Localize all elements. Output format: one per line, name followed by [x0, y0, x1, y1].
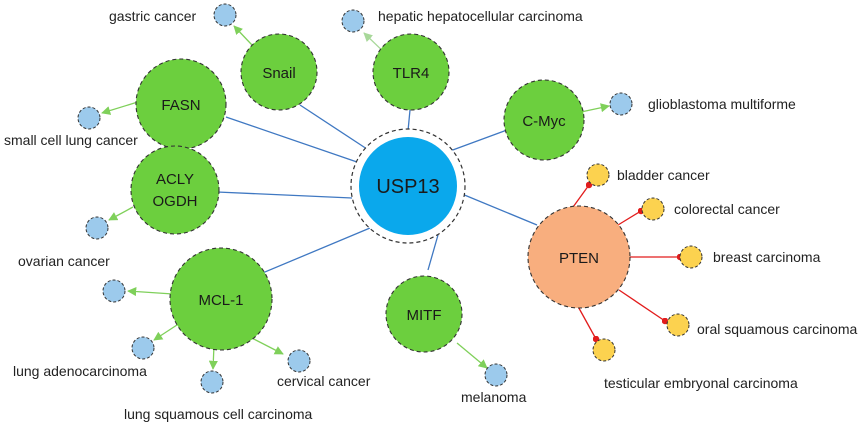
- label-fasn: FASN: [161, 97, 200, 114]
- node-mcl1: [169, 247, 273, 351]
- disease-node-mcl1-left: [102, 279, 126, 303]
- node-mitf: [385, 275, 463, 353]
- disease-node-cervical: [287, 349, 311, 373]
- disease-node-small-cell-lung: [77, 106, 101, 130]
- label-oral: oral squamous carcinoma: [697, 321, 858, 337]
- green-arrow-edges: [101, 25, 610, 370]
- hub-node: USP13: [350, 128, 466, 244]
- edge-hub-acly: [216, 191, 353, 199]
- label-mcl1: MCL-1: [198, 292, 243, 309]
- hub-circle: [359, 137, 457, 235]
- label-lung-adeno: lung adenocarcinoma: [13, 363, 147, 379]
- edge-fasn-smallcell: [101, 100, 142, 115]
- disease-node-lung-adeno: [131, 336, 155, 360]
- disease-node-oral: [666, 313, 690, 337]
- edge-mcl1-cervical: [247, 335, 284, 355]
- edge-mitf-melanoma: [456, 342, 488, 369]
- label-tlr4: TLR4: [393, 65, 430, 82]
- target-labels: Snail TLR4 FASN C-Myc ACLY OGDH MCL-1 MI…: [153, 65, 600, 324]
- edge-mcl1-left: [127, 287, 174, 297]
- disease-node-glioblastoma: [609, 92, 633, 116]
- edge-hub-pten: [461, 193, 538, 226]
- node-snail: [240, 33, 318, 111]
- node-pten: [527, 205, 631, 309]
- label-acly: ACLY: [156, 171, 194, 188]
- disease-node-testicular: [592, 338, 616, 362]
- label-ovarian: ovarian cancer: [18, 253, 110, 269]
- hub-label: USP13: [376, 176, 439, 198]
- disease-node-hepatic: [341, 9, 365, 33]
- edge-hub-snail: [299, 104, 371, 152]
- label-bladder: bladder cancer: [617, 167, 710, 183]
- disease-node-breast: [679, 245, 703, 269]
- node-acly-ogdh: [130, 145, 220, 235]
- label-hepatic: hepatic hepatocellular carcinoma: [378, 8, 583, 24]
- edge-pten-colorectal: [617, 207, 645, 226]
- label-mitf: MITF: [407, 307, 442, 324]
- hub-edges: [216, 104, 538, 278]
- disease-node-bladder: [586, 163, 610, 187]
- edge-hub-tlr4: [407, 109, 411, 132]
- edge-pten-oral: [618, 289, 669, 325]
- target-nodes: [130, 33, 631, 353]
- edge-mcl1-adeno: [153, 322, 181, 341]
- label-breast: breast carcinoma: [713, 249, 821, 265]
- label-melanoma: melanoma: [461, 389, 527, 405]
- edge-cmyc-glioblastoma: [580, 103, 610, 113]
- label-lung-squamous: lung squamous cell carcinoma: [124, 406, 313, 422]
- disease-labels: gastric cancer hepatic hepatocellular ca…: [4, 8, 858, 422]
- label-ogdh: OGDH: [153, 193, 198, 210]
- label-cervical: cervical cancer: [277, 373, 371, 389]
- label-colorectal: colorectal cancer: [674, 201, 780, 217]
- disease-node-lung-squamous: [200, 370, 224, 394]
- label-cmyc: C-Myc: [522, 113, 566, 130]
- edge-hub-mitf: [427, 234, 439, 271]
- edge-hub-mcl1: [252, 227, 371, 278]
- disease-node-melanoma: [484, 363, 508, 387]
- disease-node-ovarian: [85, 216, 109, 240]
- disease-node-gastric: [213, 3, 237, 27]
- label-glioblastoma: glioblastoma multiforme: [648, 96, 796, 112]
- label-snail: Snail: [262, 65, 295, 82]
- label-gastric: gastric cancer: [109, 8, 196, 24]
- edge-hub-cmyc: [449, 129, 508, 152]
- label-pten: PTEN: [559, 250, 599, 267]
- edge-acly-ovarian: [108, 206, 134, 221]
- disease-nodes: [77, 3, 703, 394]
- disease-node-colorectal: [641, 197, 665, 221]
- node-cmyc: [503, 79, 585, 161]
- label-small-cell-lung: small cell lung cancer: [4, 132, 138, 148]
- edge-hub-fasn: [225, 116, 358, 163]
- label-testicular: testicular embryonal carcinoma: [604, 375, 798, 391]
- node-tlr4: [372, 33, 450, 111]
- edge-snail-gastric: [233, 25, 253, 46]
